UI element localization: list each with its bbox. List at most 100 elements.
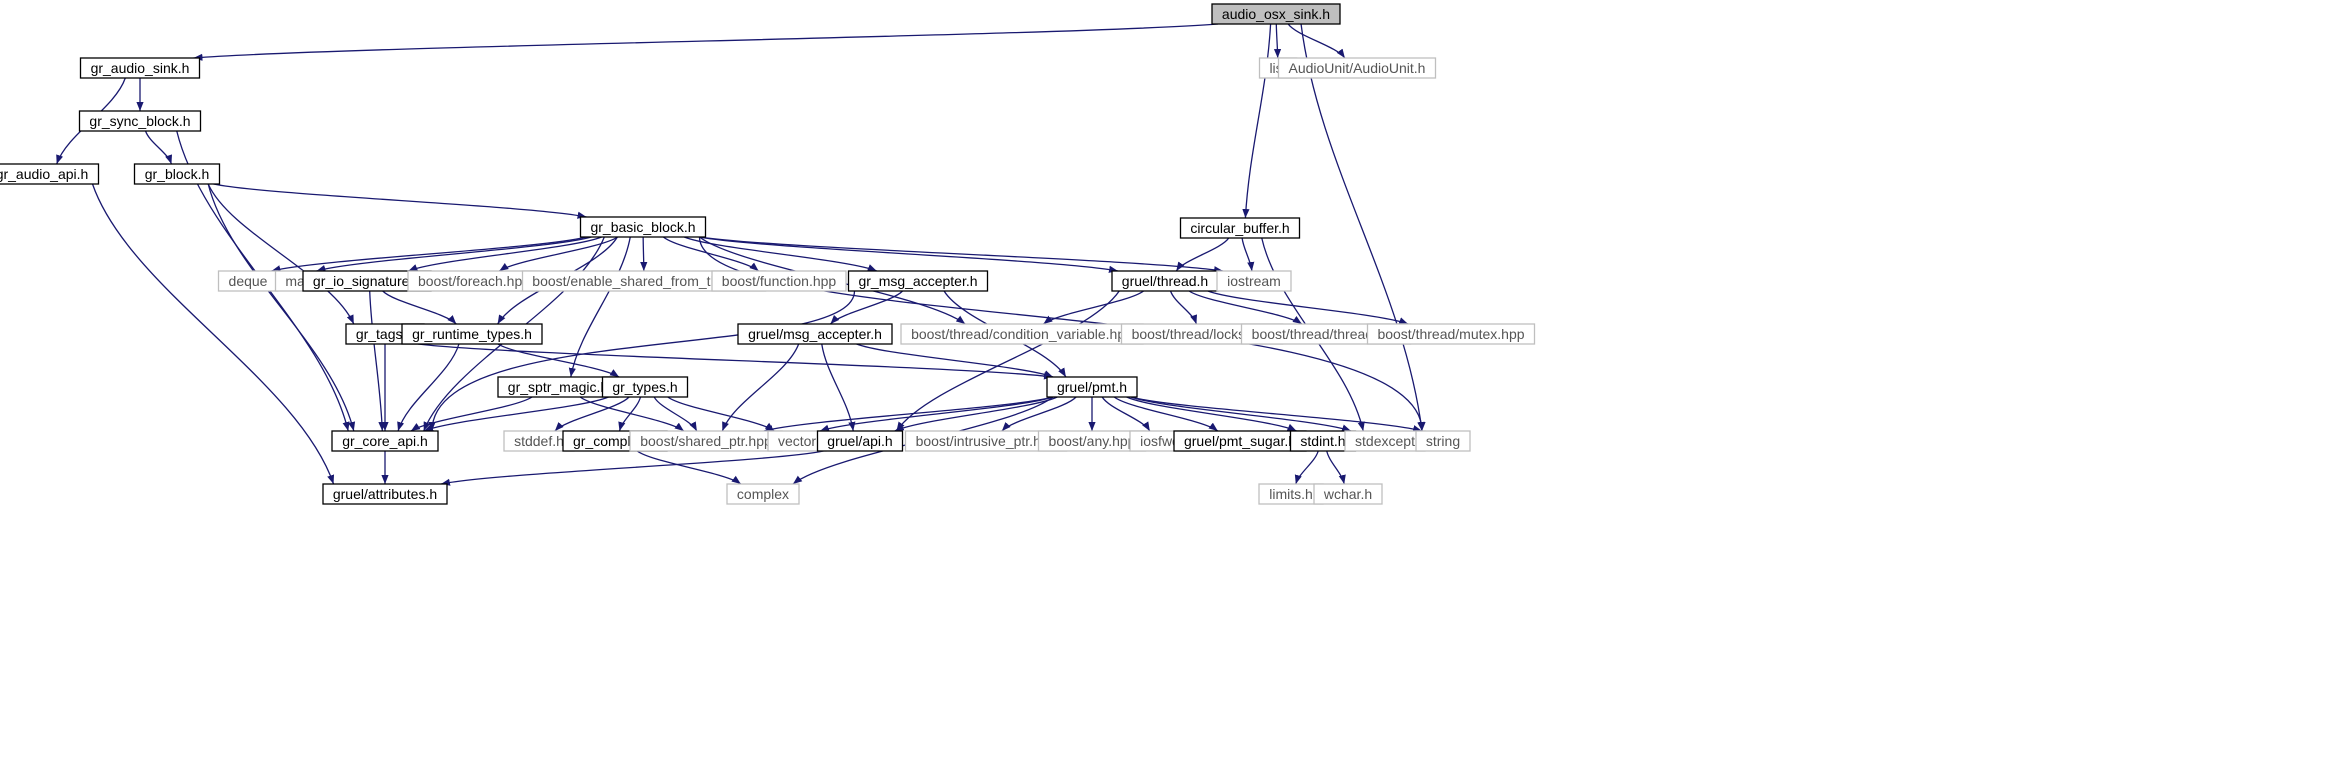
- node-box: [401, 323, 543, 345]
- node-label: wchar.h: [1323, 486, 1372, 502]
- node-gr-sync-block[interactable]: gr_sync_block.h: [78, 110, 202, 132]
- node-label: AudioUnit/AudioUnit.h: [1289, 60, 1426, 76]
- node-box: [1216, 270, 1292, 292]
- node-label: gruel/msg_accepter.h: [748, 326, 882, 342]
- edge-gr-block-to-gr-tags: [207, 183, 355, 325]
- nodes-layer: audio_osx_sink.hgr_audio_sink.hlistAudio…: [0, 3, 1536, 505]
- edge-gruel-pmt-to-boost-shared-ptr: [763, 396, 1054, 433]
- node-label: audio_osx_sink.h: [1222, 6, 1330, 22]
- node-boost-enable-shared: boost/enable_shared_from_this.hpp: [521, 270, 767, 292]
- edge-audio-osx-sink-to-string: [1300, 23, 1425, 432]
- node-label: gr_io_signature.h: [313, 273, 421, 289]
- node-label: gr_core_api.h: [342, 433, 428, 449]
- node-gruel-attributes[interactable]: gruel/attributes.h: [322, 483, 448, 505]
- node-label: gruel/attributes.h: [333, 486, 437, 502]
- node-gruel-pmt[interactable]: gruel/pmt.h: [1046, 376, 1138, 398]
- node-boost-foreach: boost/foreach.hpp: [407, 270, 541, 292]
- edge-gr-runtime-types-to-gr-types: [497, 343, 620, 378]
- edge-gruel-pmt-to-stdexcept: [1130, 396, 1352, 432]
- node-label: boost/thread/locks.hpp: [1132, 326, 1273, 342]
- node-box: [133, 163, 221, 185]
- node-gr-core-api[interactable]: gr_core_api.h: [331, 430, 439, 452]
- node-gruel-pmt-sugar[interactable]: gruel/pmt_sugar.h: [1173, 430, 1307, 452]
- node-box: [601, 376, 689, 398]
- edge-audio-osx-sink-to-audiounit: [1287, 23, 1346, 59]
- node-label: gr_block.h: [145, 166, 210, 182]
- node-label: deque: [229, 273, 268, 289]
- node-label: boost/thread/condition_variable.hpp: [911, 326, 1133, 342]
- node-label: boost/shared_ptr.hpp: [640, 433, 772, 449]
- node-gruel-msg-accepter[interactable]: gruel/msg_accepter.h: [737, 323, 893, 345]
- edge-gruel-pmt-to-stdint: [1126, 396, 1297, 432]
- node-gruel-thread[interactable]: gruel/thread.h: [1111, 270, 1219, 292]
- edge-gr-block-to-gr-core-api: [207, 183, 356, 432]
- node-label: boost/enable_shared_from_this.hpp: [532, 273, 756, 289]
- node-boost-function: boost/function.hpp: [711, 270, 847, 292]
- node-label: gr_sptr_magic.h: [508, 379, 608, 395]
- edge-gr-types-to-vector: [667, 396, 775, 432]
- node-label: vector: [778, 433, 816, 449]
- edge-gr-basic-block-to-deque: [271, 236, 587, 273]
- node-label: boost/intrusive_ptr.hpp: [916, 433, 1057, 449]
- node-gr-types[interactable]: gr_types.h: [601, 376, 689, 398]
- edge-audio-osx-sink-to-circular-buffer: [1242, 23, 1272, 219]
- node-audio-osx-sink[interactable]: audio_osx_sink.h: [1211, 3, 1341, 25]
- edge-gr-sptr-magic-to-boost-shared-ptr: [579, 396, 685, 432]
- node-label: boost/any.hpp: [1049, 433, 1136, 449]
- node-box: [78, 110, 202, 132]
- node-box: [1366, 323, 1536, 345]
- node-label: gruel/api.h: [827, 433, 892, 449]
- node-iostream: iostream: [1216, 270, 1292, 292]
- node-gr-sptr-magic[interactable]: gr_sptr_magic.h: [497, 376, 619, 398]
- edge-gr-basic-block-to-boost-enable-shared: [640, 236, 648, 272]
- node-stdint[interactable]: stdint.h: [1289, 430, 1357, 452]
- edge-gruel-pmt-to-boost-intrusive: [1001, 396, 1077, 432]
- edge-audio-osx-sink-to-list: [1273, 23, 1282, 59]
- edge-circular-buffer-to-gruel-thread: [1175, 237, 1230, 272]
- node-box: [847, 270, 989, 292]
- node-box: [331, 430, 439, 452]
- node-label: gr_audio_api.h: [0, 166, 88, 182]
- node-box: [816, 430, 904, 452]
- edge-gr-types-to-gr-complex: [618, 396, 642, 432]
- node-stdexcept: stdexcept: [1344, 430, 1426, 452]
- edge-gr-basic-block-to-gruel-thread: [699, 236, 1119, 273]
- node-gr-runtime-types[interactable]: gr_runtime_types.h: [401, 323, 543, 345]
- node-string: string: [1415, 430, 1471, 452]
- node-vector: vector: [767, 430, 827, 452]
- node-circular-buffer[interactable]: circular_buffer.h: [1179, 217, 1301, 239]
- node-label: gr_basic_block.h: [590, 219, 695, 235]
- node-label: stdint.h: [1300, 433, 1345, 449]
- node-gr-block[interactable]: gr_block.h: [133, 163, 221, 185]
- node-box: [79, 57, 201, 79]
- edge-gr-io-signature-to-gr-runtime-types: [382, 290, 457, 325]
- edge-gr-block-to-gr-basic-block: [213, 183, 587, 219]
- node-label: iosfwd: [1140, 433, 1180, 449]
- node-label: boost/foreach.hpp: [418, 273, 530, 289]
- node-label: gr_runtime_types.h: [412, 326, 532, 342]
- edge-stdint-to-limits: [1294, 450, 1319, 485]
- node-gr-audio-api[interactable]: gr_audio_api.h: [0, 163, 100, 185]
- node-label: gruel/pmt.h: [1057, 379, 1127, 395]
- node-label: gr_audio_sink.h: [91, 60, 190, 76]
- edge-gruel-msg-accepter-to-gruel-api: [821, 343, 856, 432]
- node-gruel-api[interactable]: gruel/api.h: [816, 430, 904, 452]
- node-label: circular_buffer.h: [1190, 220, 1289, 236]
- edge-gr-sync-block-to-gr-block: [144, 130, 173, 165]
- node-box: [1211, 3, 1341, 25]
- node-box: [737, 323, 893, 345]
- edge-gruel-thread-to-gruel-api: [895, 290, 1120, 432]
- edge-stdint-to-wchar: [1326, 450, 1346, 485]
- node-label: gr_msg_accepter.h: [858, 273, 977, 289]
- edge-gruel-pmt-to-iosfwd: [1101, 396, 1151, 432]
- node-gr-msg-accepter[interactable]: gr_msg_accepter.h: [847, 270, 989, 292]
- node-boost-any: boost/any.hpp: [1037, 430, 1147, 452]
- node-label: gruel/thread.h: [1122, 273, 1208, 289]
- node-box: [579, 216, 707, 238]
- edge-gr-msg-accepter-to-gruel-msg-accepter: [829, 290, 904, 325]
- edges-layer: [56, 23, 1426, 486]
- node-gr-basic-block[interactable]: gr_basic_block.h: [579, 216, 707, 238]
- edge-gr-audio-api-to-gruel-attributes: [91, 183, 335, 485]
- node-gr-audio-sink[interactable]: gr_audio_sink.h: [79, 57, 201, 79]
